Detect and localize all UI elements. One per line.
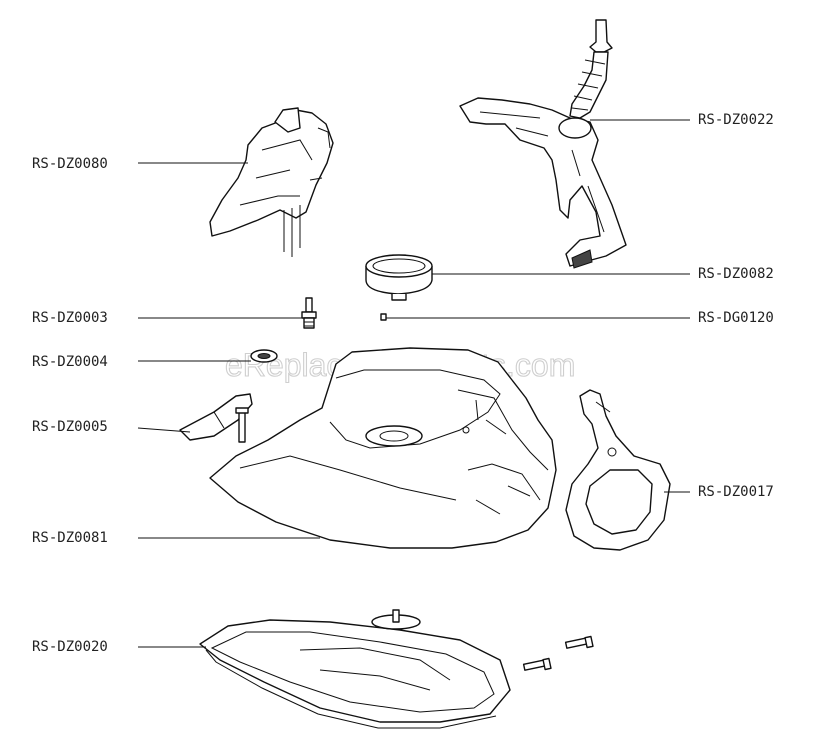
part-rs-dz0020 (199, 609, 511, 729)
callout-rs-dz0022: RS-DZ0022 (698, 112, 774, 128)
soleplate-screw-1 (564, 635, 594, 649)
callout-labels: RS-DZ0080 RS-DZ0022 RS-DZ0082 RS-DZ0003 … (32, 112, 774, 655)
part-rs-dz0082 (365, 254, 433, 301)
part-rs-dz0003 (301, 297, 317, 329)
callout-rs-dz0081: RS-DZ0081 (32, 530, 108, 546)
part-rs-dz0005 (179, 393, 253, 443)
soleplate-screw-2 (522, 657, 552, 671)
callout-rs-dz0004: RS-DZ0004 (32, 354, 108, 370)
part-rs-dz0022 (459, 19, 627, 269)
callout-rs-dz0080: RS-DZ0080 (32, 156, 108, 172)
callout-rs-dg0120: RS-DG0120 (698, 310, 774, 326)
callout-rs-dz0020: RS-DZ0020 (32, 639, 108, 655)
part-rs-dz0080 (209, 107, 334, 257)
callout-rs-dz0005: RS-DZ0005 (32, 419, 108, 435)
callout-rs-dz0003: RS-DZ0003 (32, 310, 108, 326)
part-rs-dz0004 (250, 349, 278, 363)
callout-rs-dz0017: RS-DZ0017 (698, 484, 774, 500)
leader-rs-dz0005 (137, 427, 191, 433)
part-rs-dg0120 (380, 313, 387, 321)
part-rs-dz0017 (565, 389, 671, 551)
leader-lines (137, 119, 690, 648)
callout-rs-dz0082: RS-DZ0082 (698, 266, 774, 282)
part-rs-dz0081 (209, 347, 557, 549)
